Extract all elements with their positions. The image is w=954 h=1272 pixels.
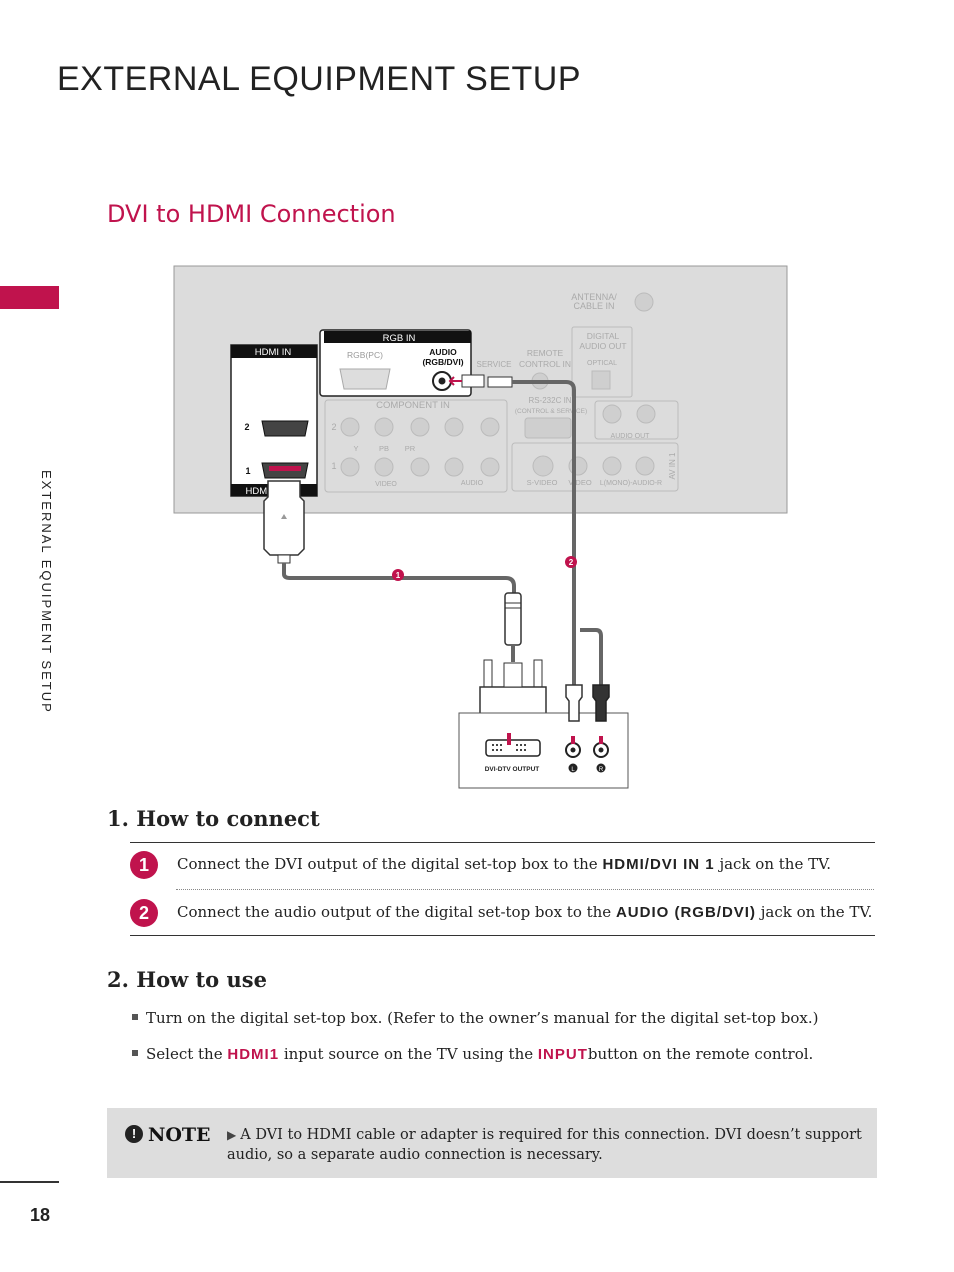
- rgb-pc-label: RGB(PC): [347, 350, 383, 360]
- rs232-label-1: RS-232C IN: [528, 396, 571, 405]
- audio-plug-tv: [461, 374, 485, 388]
- cable-2-white: [512, 380, 576, 685]
- hdmi-in-label: HDMI IN: [255, 347, 292, 358]
- callout-1-label: 1: [396, 571, 401, 580]
- rule-top: [130, 842, 875, 843]
- how-to-connect-heading: 1. How to connect: [107, 806, 320, 831]
- use-bullet-2-kw2: INPUT: [537, 1046, 588, 1063]
- step-2-badge: 2: [130, 899, 158, 927]
- page-title: EXTERNAL EQUIPMENT SETUP: [57, 60, 581, 98]
- exclamation-icon: !: [125, 1125, 143, 1143]
- rule-bottom: [130, 935, 875, 936]
- av-video-label: VIDEO: [568, 478, 592, 487]
- audio-rgb-dvi-label-1: AUDIO: [429, 347, 457, 357]
- digital-audio-label-2: AUDIO OUT: [579, 341, 626, 351]
- remote-label-1: REMOTE: [527, 348, 564, 358]
- section-title: DVI to HDMI Connection: [107, 200, 396, 228]
- dvi-dtv-output-label: DVI-DTV OUTPUT: [485, 766, 540, 773]
- step-divider: [176, 889, 874, 890]
- rca-plug-white: [565, 684, 583, 722]
- rgb-pc-port: [339, 368, 391, 390]
- av-audio-label: L(MONO)-AUDIO-R: [600, 480, 662, 487]
- side-label-text: EXTERNAL EQUIPMENT SETUP: [39, 470, 54, 714]
- callout-1: [392, 569, 404, 581]
- service-label: SERVICE: [477, 360, 512, 369]
- hdmi-port-2: [261, 420, 309, 437]
- connection-diagram: ANTENNA/ CABLE IN DIGITAL AUDIO OUT OPTI…: [173, 265, 788, 789]
- component-audio-label: AUDIO: [461, 480, 484, 487]
- callout-2-label: 2: [569, 558, 574, 567]
- step-2-before: Connect the audio output of the digital …: [177, 903, 612, 921]
- step-2-after: jack on the TV.: [760, 903, 873, 921]
- step-1-before: Connect the DVI output of the digital se…: [177, 855, 598, 873]
- step-1-badge: 1: [130, 851, 158, 879]
- audio-out-label: AUDIO OUT: [611, 433, 651, 440]
- use-bullet-2-before: Select the: [146, 1045, 223, 1063]
- arrow-right-icon: ▶: [227, 1128, 237, 1142]
- footer-rule: [0, 1181, 59, 1183]
- use-bullet-1: Turn on the digital set-top box. (Refer …: [132, 1009, 818, 1027]
- hdmi-port-1-label: 1: [245, 466, 250, 476]
- step-2-text: Connect the audio output of the digital …: [177, 903, 872, 921]
- connect-step-2: 2 Connect the audio output of the digita…: [130, 891, 875, 931]
- y-label: Y: [353, 444, 358, 453]
- note-box: ! NOTE ▶A DVI to HDMI cable or adapter i…: [107, 1108, 877, 1178]
- l-badge: [568, 763, 578, 773]
- step-1-keyword: HDMI/DVI IN 1: [602, 856, 715, 873]
- rs232-label-2: (CONTROL & SERVICE): [515, 408, 587, 415]
- antenna-label-1: ANTENNA/: [571, 292, 617, 302]
- antenna-label-2: CABLE IN: [573, 301, 614, 311]
- cable-2-red: [580, 628, 603, 685]
- l-label: L: [571, 767, 575, 773]
- optical-label: OPTICAL: [587, 360, 617, 367]
- dvi-dtv-output-port: [485, 739, 541, 757]
- step-2-keyword: AUDIO (RGB/DVI): [615, 904, 756, 921]
- pr-label: PR: [405, 444, 416, 453]
- side-tab-marker: [0, 286, 59, 309]
- connect-step-1: 1 Connect the DVI output of the digital …: [130, 843, 875, 883]
- component-row-1: 1: [331, 461, 336, 471]
- callout-2: [565, 556, 577, 568]
- page-number: 18: [30, 1205, 51, 1225]
- component-row-2: 2: [331, 422, 336, 432]
- av-in-label: AV IN 1: [668, 452, 677, 480]
- note-text: ▶A DVI to HDMI cable or adapter is requi…: [227, 1125, 867, 1165]
- r-badge: [596, 763, 606, 773]
- audio-rgb-dvi-label-2: (RGB/DVI): [422, 357, 463, 367]
- rca-plug-red: [592, 684, 610, 722]
- use-bullet-2-kw1: HDMI1: [227, 1046, 280, 1063]
- use-bullet-2-after: button on the remote control.: [587, 1045, 814, 1063]
- r-label: R: [599, 767, 604, 773]
- step-1-after: jack on the TV.: [719, 855, 832, 873]
- s-video-label: S-VIDEO: [527, 478, 558, 487]
- digital-audio-label-1: DIGITAL: [587, 331, 620, 341]
- dvi-cable-plug: [504, 592, 522, 646]
- step-1-text: Connect the DVI output of the digital se…: [177, 855, 831, 873]
- use-bullet-1-text: Turn on the digital set-top box. (Refer …: [146, 1009, 819, 1027]
- use-bullet-2-middle: input source on the TV using the: [283, 1045, 534, 1063]
- component-video-label: VIDEO: [375, 481, 397, 488]
- hdmi-port-2-label: 2: [244, 422, 249, 432]
- note-label: NOTE: [148, 1124, 211, 1146]
- use-bullet-2: Select the HDMI1 input source on the TV …: [132, 1045, 813, 1063]
- component-in-label: COMPONENT IN: [376, 400, 450, 411]
- remote-label-2: CONTROL IN: [519, 359, 571, 369]
- note-body: A DVI to HDMI cable or adapter is requir…: [227, 1127, 862, 1163]
- how-to-use-heading: 2. How to use: [107, 967, 267, 992]
- pb-label: PB: [379, 444, 389, 453]
- side-label: EXTERNAL EQUIPMENT SETUP: [39, 470, 60, 714]
- rgb-in-label: RGB IN: [383, 333, 416, 344]
